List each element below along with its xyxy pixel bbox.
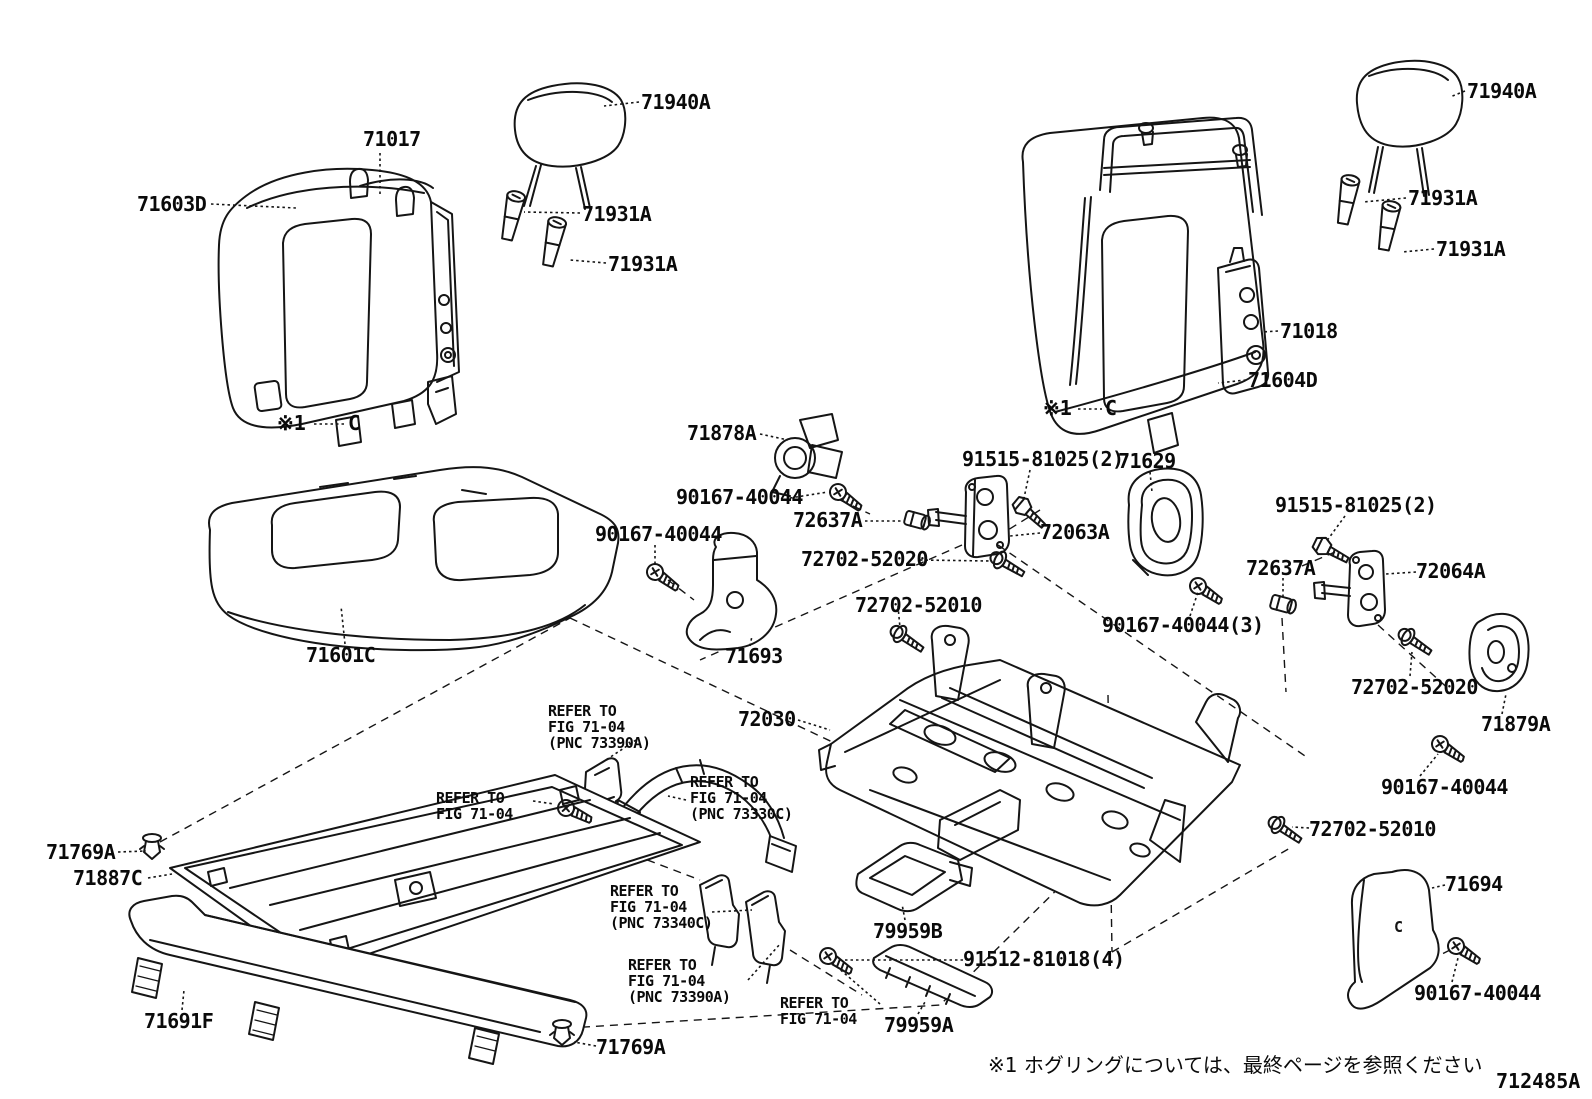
leader-lines xyxy=(117,90,1507,1047)
hinge-72064a-drawing xyxy=(1313,549,1386,628)
part-label-71769a-bottom: 71769A xyxy=(596,1035,666,1059)
right-headrest-drawing xyxy=(1355,59,1464,197)
part-label-71879a: 71879A xyxy=(1481,712,1551,736)
part-label-71769a-left: 71769A xyxy=(46,840,116,864)
part-label-71931a-right-1: 71931A xyxy=(1408,186,1478,210)
right-seatback-drawing xyxy=(1021,116,1270,454)
part-label-71603d: 71603D xyxy=(137,192,207,216)
cover-71879a-drawing xyxy=(1468,612,1530,693)
left-headrest-drawing xyxy=(513,82,627,210)
refer-line: (PNC 73390A) xyxy=(628,988,731,1006)
part-label-90167-40044-d: 90167-40044 xyxy=(1414,981,1541,1005)
part-label-71693: 71693 xyxy=(725,644,783,668)
refer-line: REFER TO xyxy=(436,789,505,807)
cover-71693-drawing xyxy=(685,531,778,651)
refer-line: (PNC 73390A) xyxy=(548,734,651,752)
refer-note-73390a-lower: REFER TO FIG 71-04 (PNC 73390A) xyxy=(628,956,731,1006)
seat-frame-72030-drawing xyxy=(818,624,1242,907)
part-label-71931a-left-1: 71931A xyxy=(582,202,652,226)
refer-note-anchor-bolt: REFER TO FIG 71-04 xyxy=(436,790,513,822)
part-label-71629: 71629 xyxy=(1118,449,1176,473)
part-label-71931a-right-2: 71931A xyxy=(1436,237,1506,261)
part-label-72702-52020-r: 72702-52020 xyxy=(1351,675,1478,699)
part-label-91512-81018-4: 91512-81018(4) xyxy=(963,947,1125,971)
note-letter-left: C xyxy=(348,411,361,435)
part-label-71604d: 71604D xyxy=(1248,368,1318,392)
part-label-71940a-right: 71940A xyxy=(1467,79,1537,103)
hinge-71878a-drawing xyxy=(771,413,843,497)
bracket-79959b-drawing xyxy=(855,841,973,913)
refer-line: REFER TO xyxy=(780,994,849,1012)
part-label-71694: 71694 xyxy=(1445,872,1503,896)
left-seatback-drawing xyxy=(217,167,460,447)
part-label-71940a-left: 71940A xyxy=(641,90,711,114)
part-label-71931a-left-2: 71931A xyxy=(608,252,678,276)
part-label-72064a: 72064A xyxy=(1416,559,1486,583)
spring-frame-71887c-drawing xyxy=(169,774,701,973)
seatbelt-buckle-pair-drawing xyxy=(699,874,786,984)
seat-cushion-drawing xyxy=(208,466,620,652)
refer-line: FIG 71-04 xyxy=(780,1010,857,1028)
note-marker-right: ※1 xyxy=(1043,396,1072,420)
refer-line: FIG 71-04 xyxy=(548,718,625,736)
part-label-72030: 72030 xyxy=(738,707,796,731)
drawing-code: 712485A xyxy=(1496,1069,1581,1093)
refer-line: FIG 71-04 xyxy=(436,805,513,823)
refer-note-bottom: REFER TO FIG 71-04 xyxy=(780,995,857,1027)
part-label-71017: 71017 xyxy=(363,127,421,151)
part-label-91515-81025-r: 91515-81025(2) xyxy=(1275,493,1437,517)
cover-mark-letter: C xyxy=(1394,918,1403,936)
part-label-71878a: 71878A xyxy=(687,421,757,445)
part-label-71691f: 71691F xyxy=(144,1009,214,1033)
part-label-71018: 71018 xyxy=(1280,319,1338,343)
projection-dashed-lines xyxy=(159,499,1453,1029)
refer-note-73340c: REFER TO FIG 71-04 (PNC 73340C) xyxy=(610,882,713,932)
part-label-90167-40044-c: 90167-40044 xyxy=(1381,775,1508,799)
diagram-footnote: ※1 ホグリングについては、最終ページを参照ください xyxy=(988,1053,1483,1077)
left-headrest-supports-drawing xyxy=(497,188,569,269)
right-headrest-supports-drawing xyxy=(1332,172,1403,253)
refer-note-73330c: REFER TO FIG 71-04 (PNC 73330C) xyxy=(690,773,793,823)
refer-line: REFER TO xyxy=(610,882,679,900)
ring-cover-71629-drawing xyxy=(1127,467,1204,577)
panel-71691f-drawing xyxy=(128,894,588,1065)
part-label-71887c: 71887C xyxy=(73,866,143,890)
refer-line: REFER TO xyxy=(628,956,697,974)
part-label-90167-40044-a: 90167-40044 xyxy=(676,485,803,509)
part-label-90167-40044-3: 90167-40044(3) xyxy=(1102,613,1264,637)
part-label-79959b: 79959B xyxy=(873,919,943,943)
part-label-79959a: 79959A xyxy=(884,1013,954,1037)
part-label-72637a-right: 72637A xyxy=(1246,556,1316,580)
refer-line: FIG 71-04 xyxy=(610,898,687,916)
part-label-91515-81025-l: 91515-81025(2) xyxy=(962,447,1124,471)
note-marker-left: ※1 xyxy=(277,411,306,435)
refer-note-73390a-upper: REFER TO FIG 71-04 (PNC 73390A) xyxy=(548,702,651,752)
refer-line: (PNC 73330C) xyxy=(690,805,793,823)
part-label-90167-40044-b: 90167-40044 xyxy=(595,522,722,546)
hinge-72063a-drawing xyxy=(927,474,1010,559)
refer-line: FIG 71-04 xyxy=(628,972,705,990)
refer-line: REFER TO xyxy=(690,773,759,791)
refer-line: FIG 71-04 xyxy=(690,789,767,807)
strip-79959a-drawing xyxy=(872,944,994,1008)
part-label-72063a: 72063A xyxy=(1040,520,1110,544)
refer-line: (PNC 73340C) xyxy=(610,914,713,932)
part-label-71601c: 71601C xyxy=(306,643,376,667)
part-label-72702-52010-c: 72702-52010 xyxy=(855,593,982,617)
note-letter-right: C xyxy=(1105,396,1118,420)
part-label-72702-52010-r: 72702-52010 xyxy=(1309,817,1436,841)
part-label-72702-52020-c: 72702-52020 xyxy=(801,547,928,571)
part-label-72637a-left: 72637A xyxy=(793,508,863,532)
refer-line: REFER TO xyxy=(548,702,617,720)
cover-71694-drawing: C xyxy=(1347,869,1440,1010)
